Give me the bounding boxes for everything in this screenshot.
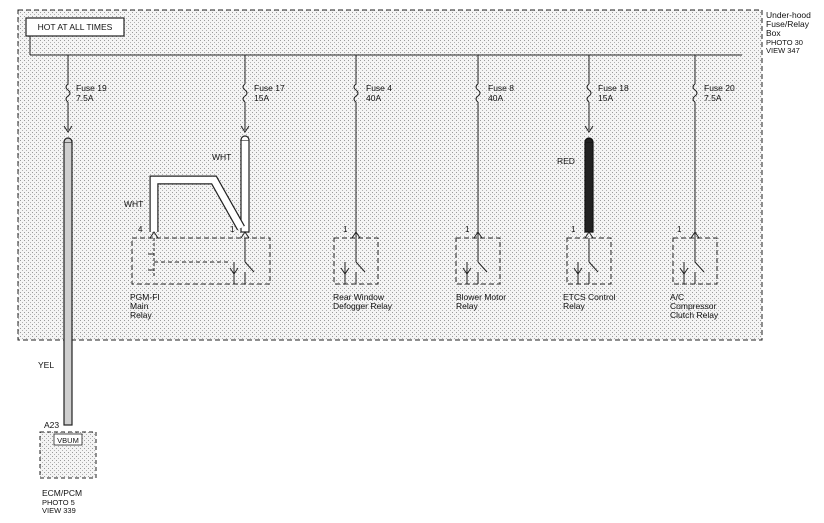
ac-label-line1: A/C: [670, 292, 684, 302]
red-wire: [584, 137, 594, 233]
etcs-label-line2: Relay: [563, 301, 585, 311]
yel-wire: [63, 137, 73, 426]
blower-label-line1: Blower Motor: [456, 292, 506, 302]
wht-wire-label-left: WHT: [124, 199, 143, 209]
fuse-19-rating: 7.5A: [76, 93, 94, 103]
fuse-4-name: Fuse 4: [366, 83, 392, 93]
fuse-8-rating: 40A: [488, 93, 503, 103]
fuse-20-rating: 7.5A: [704, 93, 722, 103]
fuse-17-name: Fuse 17: [254, 83, 285, 93]
fuse-19: [63, 55, 73, 133]
defogger-pin-1: 1: [343, 225, 348, 234]
fuse-4: [353, 55, 359, 238]
fuse-20-name: Fuse 20: [704, 83, 735, 93]
rear-window-defogger-relay: [333, 231, 379, 285]
ecm-view: VIEW 339: [42, 506, 76, 515]
fuse-8: [475, 55, 481, 238]
fuse-box-title-line1: Under-hood: [766, 10, 811, 20]
yel-wire-label: YEL: [38, 360, 54, 370]
etcs-control-relay: [566, 231, 612, 285]
red-wire-label: RED: [557, 156, 575, 166]
ac-compressor-clutch-relay: [672, 231, 718, 285]
fuse-box-title-line2: Fuse/Relay: [766, 19, 810, 29]
fuse-17-rating: 15A: [254, 93, 269, 103]
etcs-pin-1: 1: [571, 225, 576, 234]
ecm-label: ECM/PCM: [42, 488, 82, 498]
fuse-20: [692, 55, 698, 238]
blower-label-line2: Relay: [456, 301, 478, 311]
fuse-box-outline: [17, 9, 763, 341]
ecm-pin-label: A23: [44, 420, 59, 430]
ac-pin-1: 1: [677, 225, 682, 234]
pgm-fi-pin-4: 4: [138, 225, 143, 234]
fuse-18-name: Fuse 18: [598, 83, 629, 93]
fuse-4-rating: 40A: [366, 93, 381, 103]
ecm-photo: PHOTO 5: [42, 498, 75, 507]
fuse-17: [240, 55, 250, 133]
pgm-fi-main-relay: [131, 231, 271, 285]
ac-label-line2: Compressor: [670, 301, 716, 311]
fuse-18-rating: 15A: [598, 93, 613, 103]
fuse-18: [584, 55, 594, 133]
hot-at-all-times-box: [25, 17, 125, 37]
wht-wire-jumper: [149, 175, 245, 232]
defogger-label-line2: Defogger Relay: [333, 301, 393, 311]
hot-at-all-times-label: HOT AT ALL TIMES: [38, 22, 113, 32]
defogger-label-line1: Rear Window: [333, 292, 385, 302]
etcs-label-line1: ETCS Control: [563, 292, 616, 302]
fuse-box-photo: PHOTO 30: [766, 38, 803, 47]
ecm-terminal-label: VBUM: [57, 436, 79, 445]
wht-wire-vertical: [240, 135, 250, 233]
pgm-fi-label-line2: Main: [130, 301, 149, 311]
fuse-8-name: Fuse 8: [488, 83, 514, 93]
ac-label-line3: Clutch Relay: [670, 310, 719, 320]
pgm-fi-pin-1: 1: [230, 225, 235, 234]
pgm-fi-label-line1: PGM-FI: [130, 292, 160, 302]
blower-pin-1: 1: [465, 225, 470, 234]
wht-wire-label-upper: WHT: [212, 152, 231, 162]
fuse-box-view: VIEW 347: [766, 46, 800, 55]
fuse-19-name: Fuse 19: [76, 83, 107, 93]
ecm-terminal-box: [53, 433, 83, 446]
fuse-box-title-line3: Box: [766, 28, 781, 38]
blower-motor-relay: [455, 231, 501, 285]
pgm-fi-label-line3: Relay: [130, 310, 152, 320]
